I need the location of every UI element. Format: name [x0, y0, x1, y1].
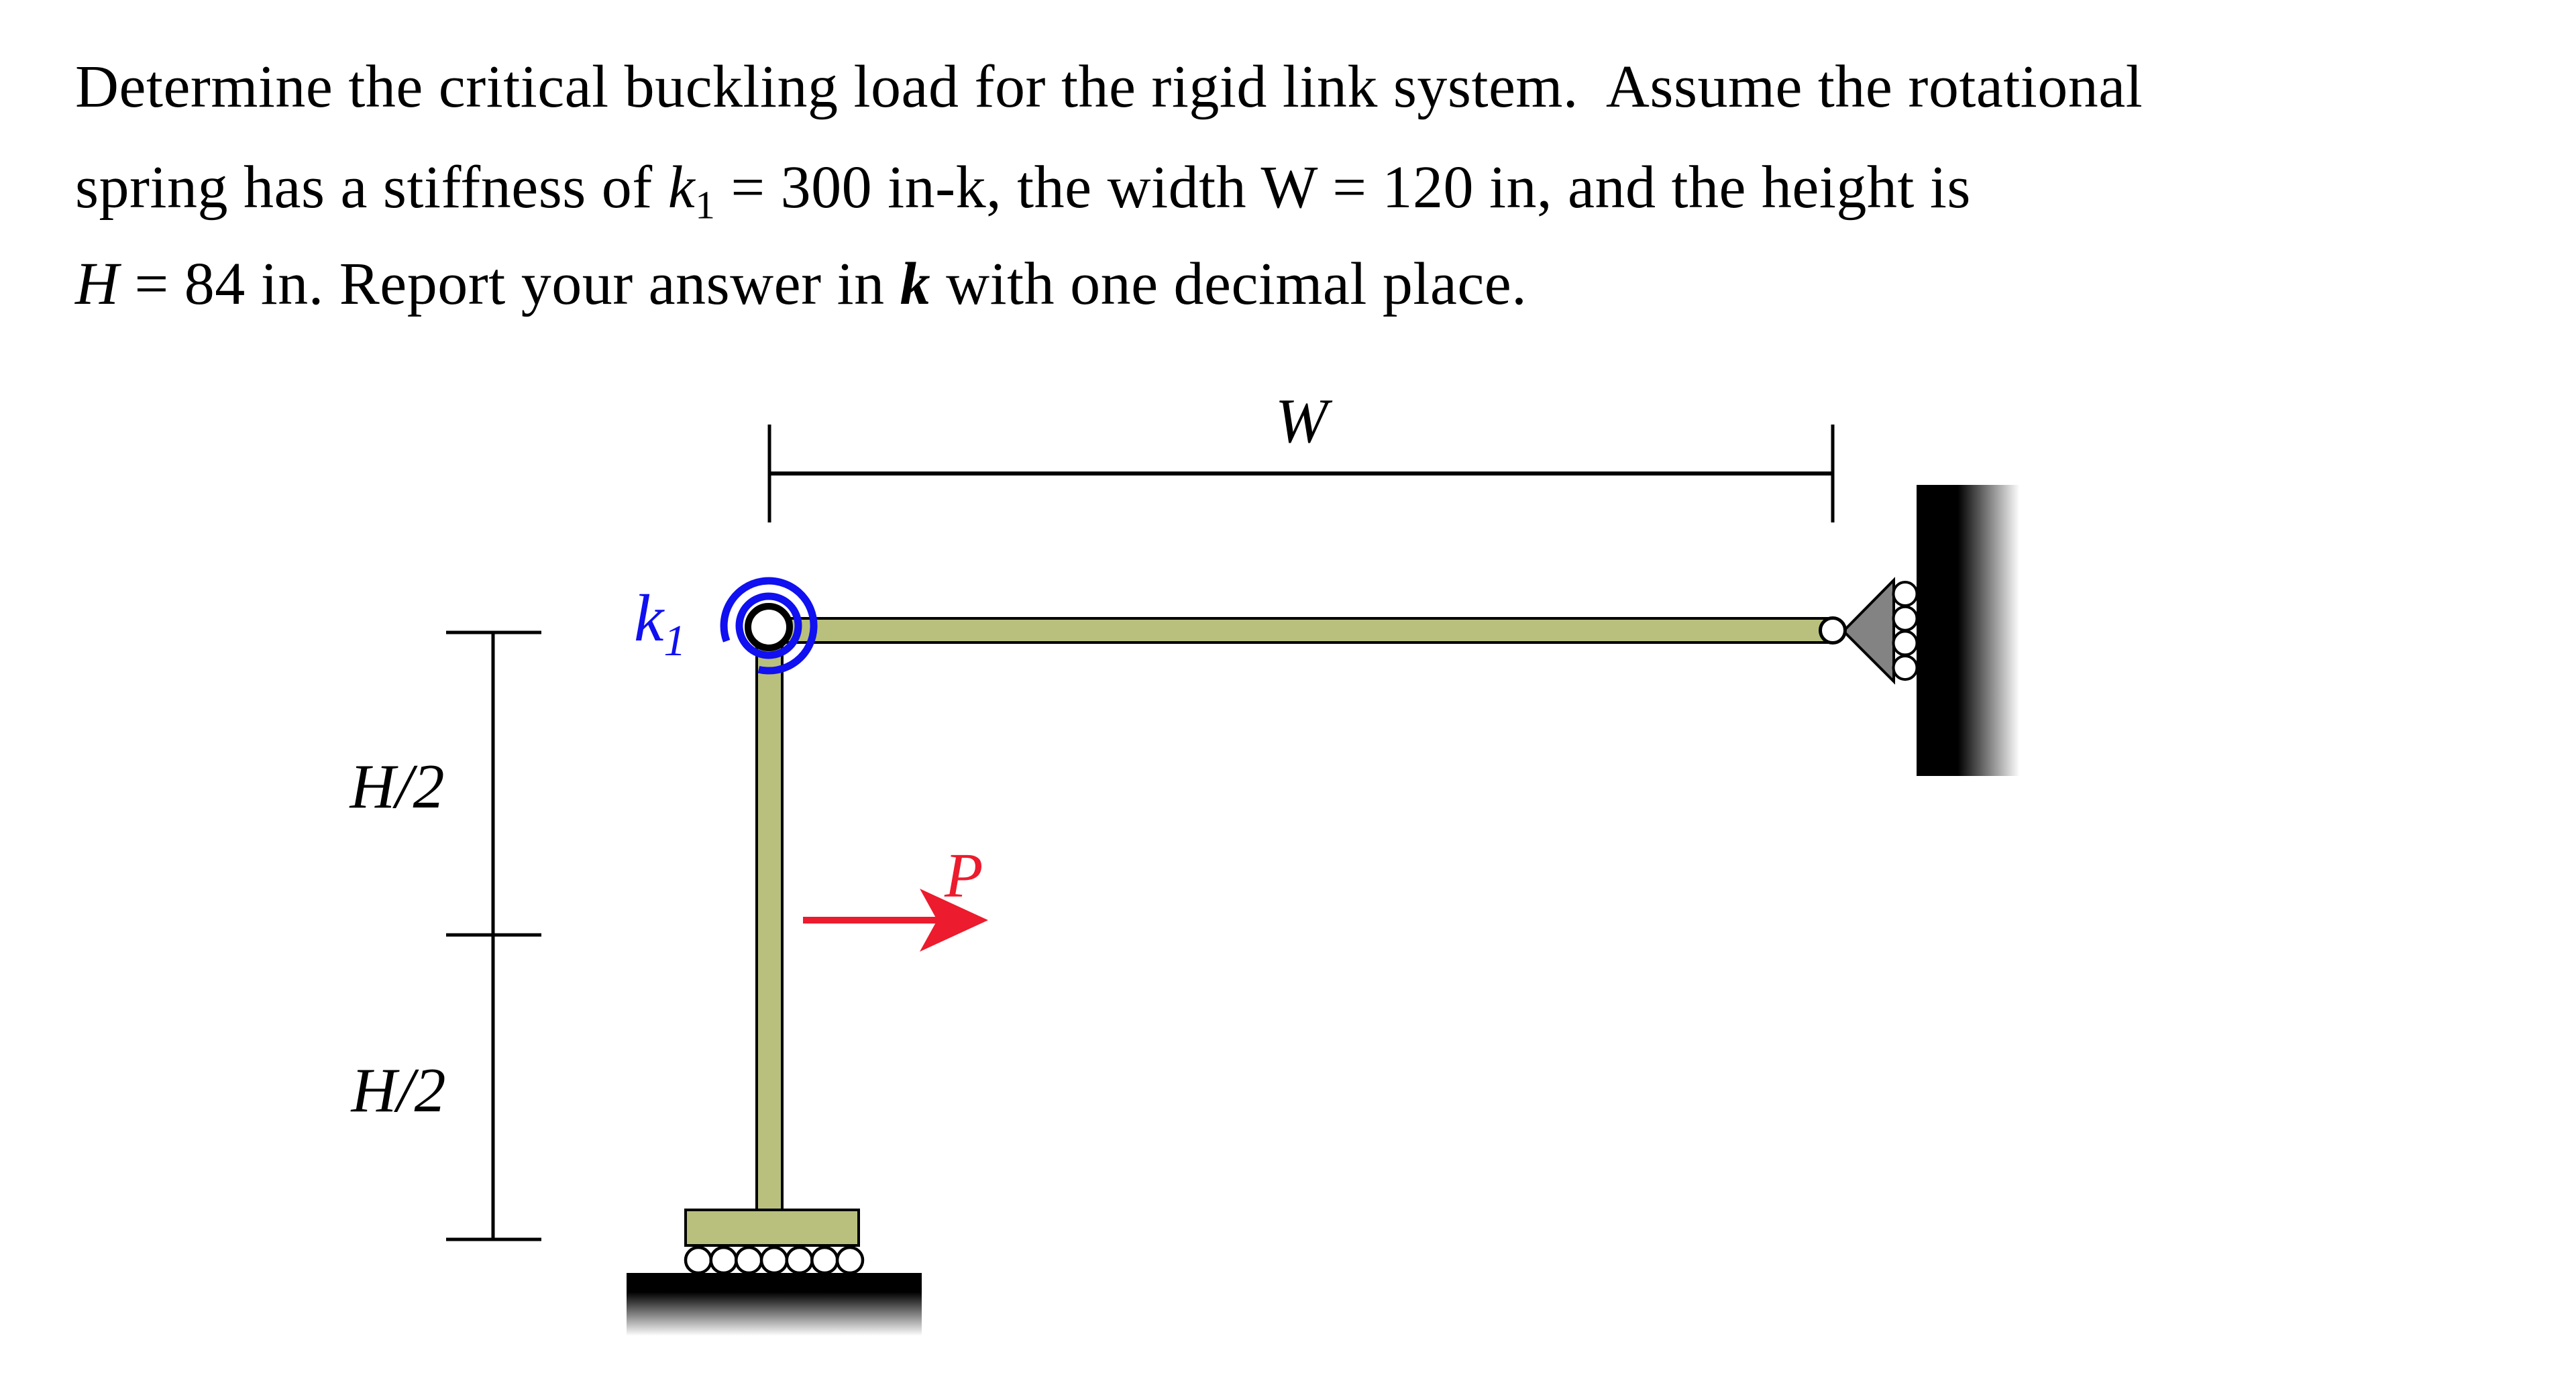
roller-icon [1892, 605, 1919, 632]
spring-outer-coil [720, 577, 818, 675]
k-bold-symbol: k [900, 251, 931, 317]
line1-text: Determine the critical buckling load for… [75, 54, 2143, 120]
roller-icon [759, 1245, 789, 1275]
height-upper-dim-label: H/2 [349, 752, 445, 822]
pin-icon [1819, 616, 1847, 645]
wall [1917, 485, 2054, 776]
problem-statement-line3: H = 84 in. Report your answer in k with … [75, 249, 1527, 319]
load-arrow [803, 889, 988, 952]
spring-label-sub: 1 [663, 616, 686, 665]
roller-icon [709, 1245, 738, 1275]
base-plate [684, 1209, 860, 1247]
width-dimension: W [767, 386, 1835, 522]
joint-pin-icon [745, 603, 793, 651]
spring-label-k: k [634, 581, 665, 655]
roller-icon [1892, 655, 1919, 681]
load-arrowhead-icon [920, 889, 988, 952]
roller-icon [684, 1245, 713, 1275]
line2-text-post: = 300 in-k, the width W = 120 in, and th… [715, 154, 1971, 221]
ground [627, 1273, 922, 1341]
roller-icon [1892, 630, 1919, 657]
k1-symbol: k [667, 154, 696, 221]
height-dimension: H/2 H/2 [349, 630, 541, 1241]
H-symbol: H [75, 251, 119, 317]
line2-text-pre: spring has a stiffness of [75, 154, 668, 221]
roller-icon [835, 1245, 865, 1275]
line3-text-post: with one decimal place. [930, 251, 1527, 317]
horizontal-bar [767, 617, 1834, 644]
height-lower-dim-label: H/2 [350, 1056, 446, 1125]
spring-stiffness-label: k1 [634, 581, 686, 665]
roller-icon [810, 1245, 839, 1275]
spring-inner-coil [735, 592, 802, 659]
roller-icon [785, 1245, 814, 1275]
roller-icon [1892, 581, 1919, 607]
bottom-roller-support [684, 1245, 865, 1275]
support-triangle [1841, 577, 1895, 685]
problem-statement-line1: Determine the critical buckling load for… [75, 52, 2143, 121]
line3-text-mid: = 84 in. Report your answer in [119, 251, 900, 317]
vertical-bar [755, 626, 784, 1211]
rotational-spring-icon [720, 577, 818, 675]
load-label: P [944, 841, 983, 911]
roller-icon [735, 1245, 763, 1275]
problem-statement-line2: spring has a stiffness of k1 = 300 in-k,… [75, 153, 1971, 225]
right-support [1819, 577, 1919, 685]
k1-subscript: 1 [695, 182, 716, 227]
width-dim-label: W [1275, 386, 1333, 456]
